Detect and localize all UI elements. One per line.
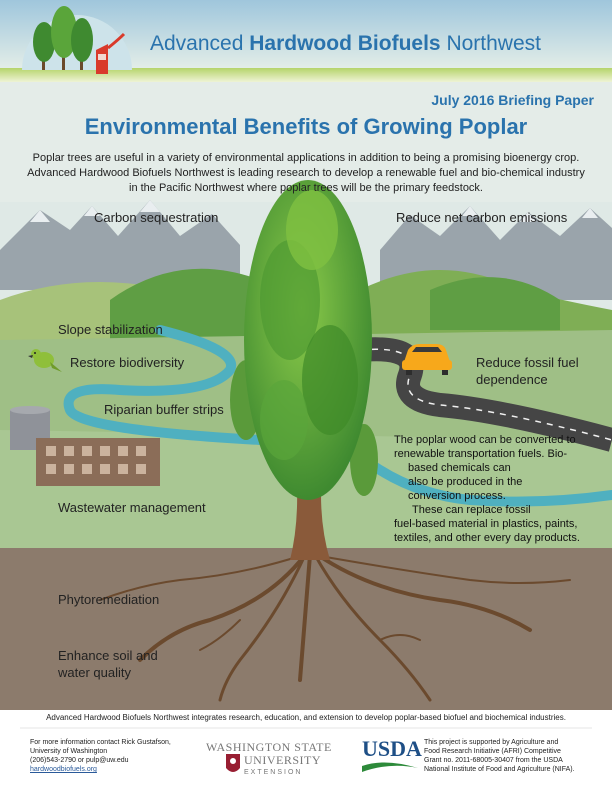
wsu-name-line2: UNIVERSITY (244, 753, 321, 767)
mission-statement: Advanced Hardwood Biofuels Northwest int… (46, 713, 566, 722)
conversion-line: also be produced in the (408, 476, 523, 488)
river (63, 325, 612, 507)
grant-info: This project is supported by Agriculture… (424, 738, 594, 774)
conversion-paragraph: The poplar wood can be converted to rene… (394, 433, 584, 545)
tree-roots (99, 553, 571, 702)
conversion-line: textiles, and other every day products. (394, 532, 580, 544)
brand-word-2: Northwest (446, 32, 541, 55)
car-icon (402, 344, 452, 375)
label-riparian: Riparian buffer strips (104, 402, 224, 417)
contact-line: University of Washington (30, 748, 108, 755)
briefing-date: July 2016 Briefing Paper (431, 92, 594, 108)
contact-info: For more information contact Rick Gustaf… (30, 738, 200, 774)
footer-band (0, 710, 612, 792)
label-soil-line1: Enhance soil and (58, 648, 158, 663)
label-phytoremediation: Phytoremediation (58, 592, 160, 607)
conversion-line: The poplar wood can be converted to (394, 434, 576, 446)
brand-bold: Hardwood Biofuels (249, 32, 441, 55)
conversion-line: renewable transportation fuels. Bio- (394, 448, 568, 460)
label-soil-line2: water quality (58, 665, 131, 680)
label-reduce-net-carbon: Reduce net carbon emissions (396, 210, 568, 225)
usda-logo: USDA (362, 736, 422, 761)
poplar-tree (244, 180, 372, 500)
contact-line: (206)543-2790 or pulp@uw.edu (30, 757, 129, 764)
wsu-crest-icon (226, 754, 240, 772)
wsu-extension: EXTENSION (244, 769, 303, 776)
brand-title: Advanced Hardwood Biofuels Northwest (150, 32, 541, 56)
website-link[interactable]: hardwoodbiofuels.org (30, 766, 97, 773)
bird-icon (28, 349, 62, 372)
grant-line: Grant no. 2011-68005-30407 from the USDA (424, 757, 563, 764)
label-reduce-fossil-line2: dependence (476, 372, 548, 387)
contact-line: For more information contact Rick Gustaf… (30, 739, 171, 746)
grant-line: National Institute of Food and Agricultu… (424, 766, 575, 773)
conversion-line: conversion process. (408, 490, 506, 502)
label-carbon-sequestration: Carbon sequestration (94, 210, 219, 225)
label-reduce-fossil-line1: Reduce fossil fuel (476, 355, 579, 370)
logo-icon (22, 6, 132, 74)
conversion-line: fuel-based material in plastics, paints, (394, 518, 578, 530)
label-wastewater: Wastewater management (58, 500, 206, 515)
road (359, 337, 612, 452)
label-restore-biodiversity: Restore biodiversity (70, 355, 185, 370)
grant-line: This project is supported by Agriculture… (424, 739, 559, 746)
header-stripe (0, 68, 612, 82)
usda-swoosh-icon (362, 762, 418, 772)
page-title: Environmental Benefits of Growing Poplar (84, 114, 528, 139)
intro-paragraph: Poplar trees are useful in a variety of … (27, 152, 585, 194)
wsu-name-line1: WASHINGTON STATE (206, 740, 332, 754)
factory-icon (10, 406, 160, 486)
brand-word-1: Advanced (150, 32, 244, 55)
conversion-line: These can replace fossil (412, 504, 531, 516)
grant-line: Food Research Initiative (AFRI) Competit… (424, 748, 561, 755)
label-slope-stabilization: Slope stabilization (58, 322, 163, 337)
conversion-line: based chemicals can (408, 462, 511, 474)
